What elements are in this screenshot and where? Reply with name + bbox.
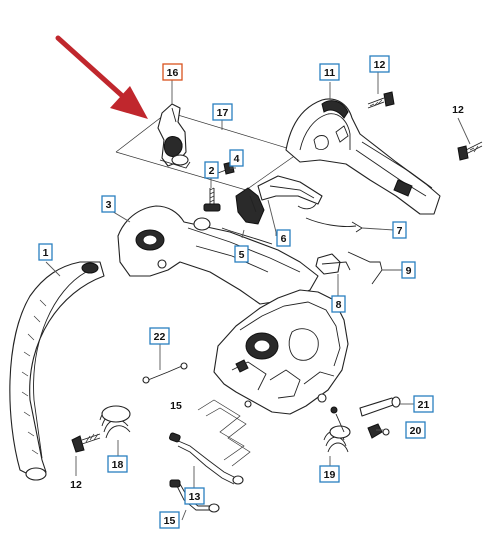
part-12-screw-lower (71, 433, 101, 453)
callout-8-label: 8 (336, 299, 342, 311)
callout-7-box (392, 221, 407, 239)
callout-21[interactable]: 21 (413, 395, 434, 413)
callout-12-top-label: 12 (374, 59, 386, 71)
callout-6-box (276, 229, 291, 247)
callout-17-box (212, 103, 233, 121)
label-15-plain: 15 (170, 400, 182, 412)
callout-16-box (162, 63, 183, 81)
callout-1[interactable]: 1 (38, 243, 53, 261)
callout-4-box (229, 149, 244, 167)
callout-18[interactable]: 18 (107, 455, 128, 473)
callout-19[interactable]: 19 (319, 465, 340, 483)
callout-21-label: 21 (418, 399, 430, 411)
callout-3-box (101, 195, 116, 213)
callout-12-top[interactable]: 12 (369, 55, 390, 73)
part-12-screw-right (457, 141, 483, 161)
part-8-link (315, 253, 351, 275)
callout-20-label: 20 (410, 425, 422, 437)
callout-7-label: 7 (397, 225, 403, 237)
callout-17-label: 17 (217, 107, 229, 119)
callout-2-box (204, 161, 219, 179)
part-2-bolt (203, 187, 221, 212)
leader-lines (45, 72, 471, 521)
callout-15-box (159, 511, 180, 529)
callout-3-label: 3 (106, 199, 112, 211)
callout-8-box (331, 295, 346, 313)
part-9-wire (347, 251, 383, 285)
part-12-screw-top (367, 91, 395, 109)
part-20-nut (367, 423, 390, 439)
callout-8[interactable]: 8 (331, 295, 346, 313)
part-18-av-spring (99, 405, 131, 439)
callout-2-label: 2 (209, 165, 215, 177)
callout-9-label: 9 (406, 265, 412, 277)
callout-20[interactable]: 20 (405, 421, 426, 439)
callout-5[interactable]: 5 (234, 245, 249, 263)
label-12-lower: 12 (70, 479, 82, 491)
callout-11[interactable]: 11 (319, 63, 340, 81)
callout-15-label: 15 (164, 515, 176, 527)
callout-4-label: 4 (234, 153, 240, 165)
callout-13[interactable]: 13 (184, 487, 205, 505)
part-5-spring-wire (221, 187, 273, 245)
callout-16-label: 16 (167, 67, 179, 79)
label-12-right: 12 (452, 104, 464, 116)
part-3-handle-body (117, 205, 319, 305)
callout-9[interactable]: 9 (401, 261, 416, 279)
callout-17[interactable]: 17 (212, 103, 233, 121)
part-11-top-handle (285, 98, 441, 215)
callout-1-box (38, 243, 53, 261)
callout-20-box (405, 421, 426, 439)
part-7-clip (305, 217, 363, 233)
part-21-pin (359, 396, 401, 417)
callout-1-label: 1 (43, 247, 49, 259)
callout-18-box (107, 455, 128, 473)
callout-22-label: 22 (154, 331, 166, 343)
part-13-hose (168, 432, 244, 485)
callout-18-label: 18 (112, 459, 124, 471)
callout-7[interactable]: 7 (392, 221, 407, 239)
callout-11-box (319, 63, 340, 81)
callout-6[interactable]: 6 (276, 229, 291, 247)
part-19-av-element (323, 406, 351, 453)
callout-13-label: 13 (189, 491, 201, 503)
part-6-throttle-lever (257, 175, 323, 233)
rear-handle-housing (213, 289, 349, 415)
callout-11-label: 11 (324, 67, 335, 79)
callout-6-label: 6 (281, 233, 287, 245)
red-pointer-arrow (55, 35, 148, 119)
callout-19-box (319, 465, 340, 483)
callout-15[interactable]: 15 (159, 511, 180, 529)
callout-5-label: 5 (239, 249, 245, 261)
callout-12-top-box (369, 55, 390, 73)
part-16-trigger-bracket (157, 103, 191, 169)
hose-routing-lines (197, 399, 251, 467)
part-22-wire (142, 362, 188, 384)
part-1-front-handle (9, 261, 105, 481)
callout-19-label: 19 (324, 469, 336, 481)
part-15-hose (169, 479, 220, 513)
callout-13-box (184, 487, 205, 505)
callout-3[interactable]: 3 (101, 195, 116, 213)
callout-9-box (401, 261, 416, 279)
callout-2[interactable]: 2 (204, 161, 219, 179)
callout-16-highlighted[interactable]: 16 (162, 63, 183, 81)
callout-5-box (234, 245, 249, 263)
callout-22-box (149, 327, 170, 345)
callout-22[interactable]: 22 (149, 327, 170, 345)
callout-4[interactable]: 4 (229, 149, 244, 167)
callout-21-box (413, 395, 434, 413)
